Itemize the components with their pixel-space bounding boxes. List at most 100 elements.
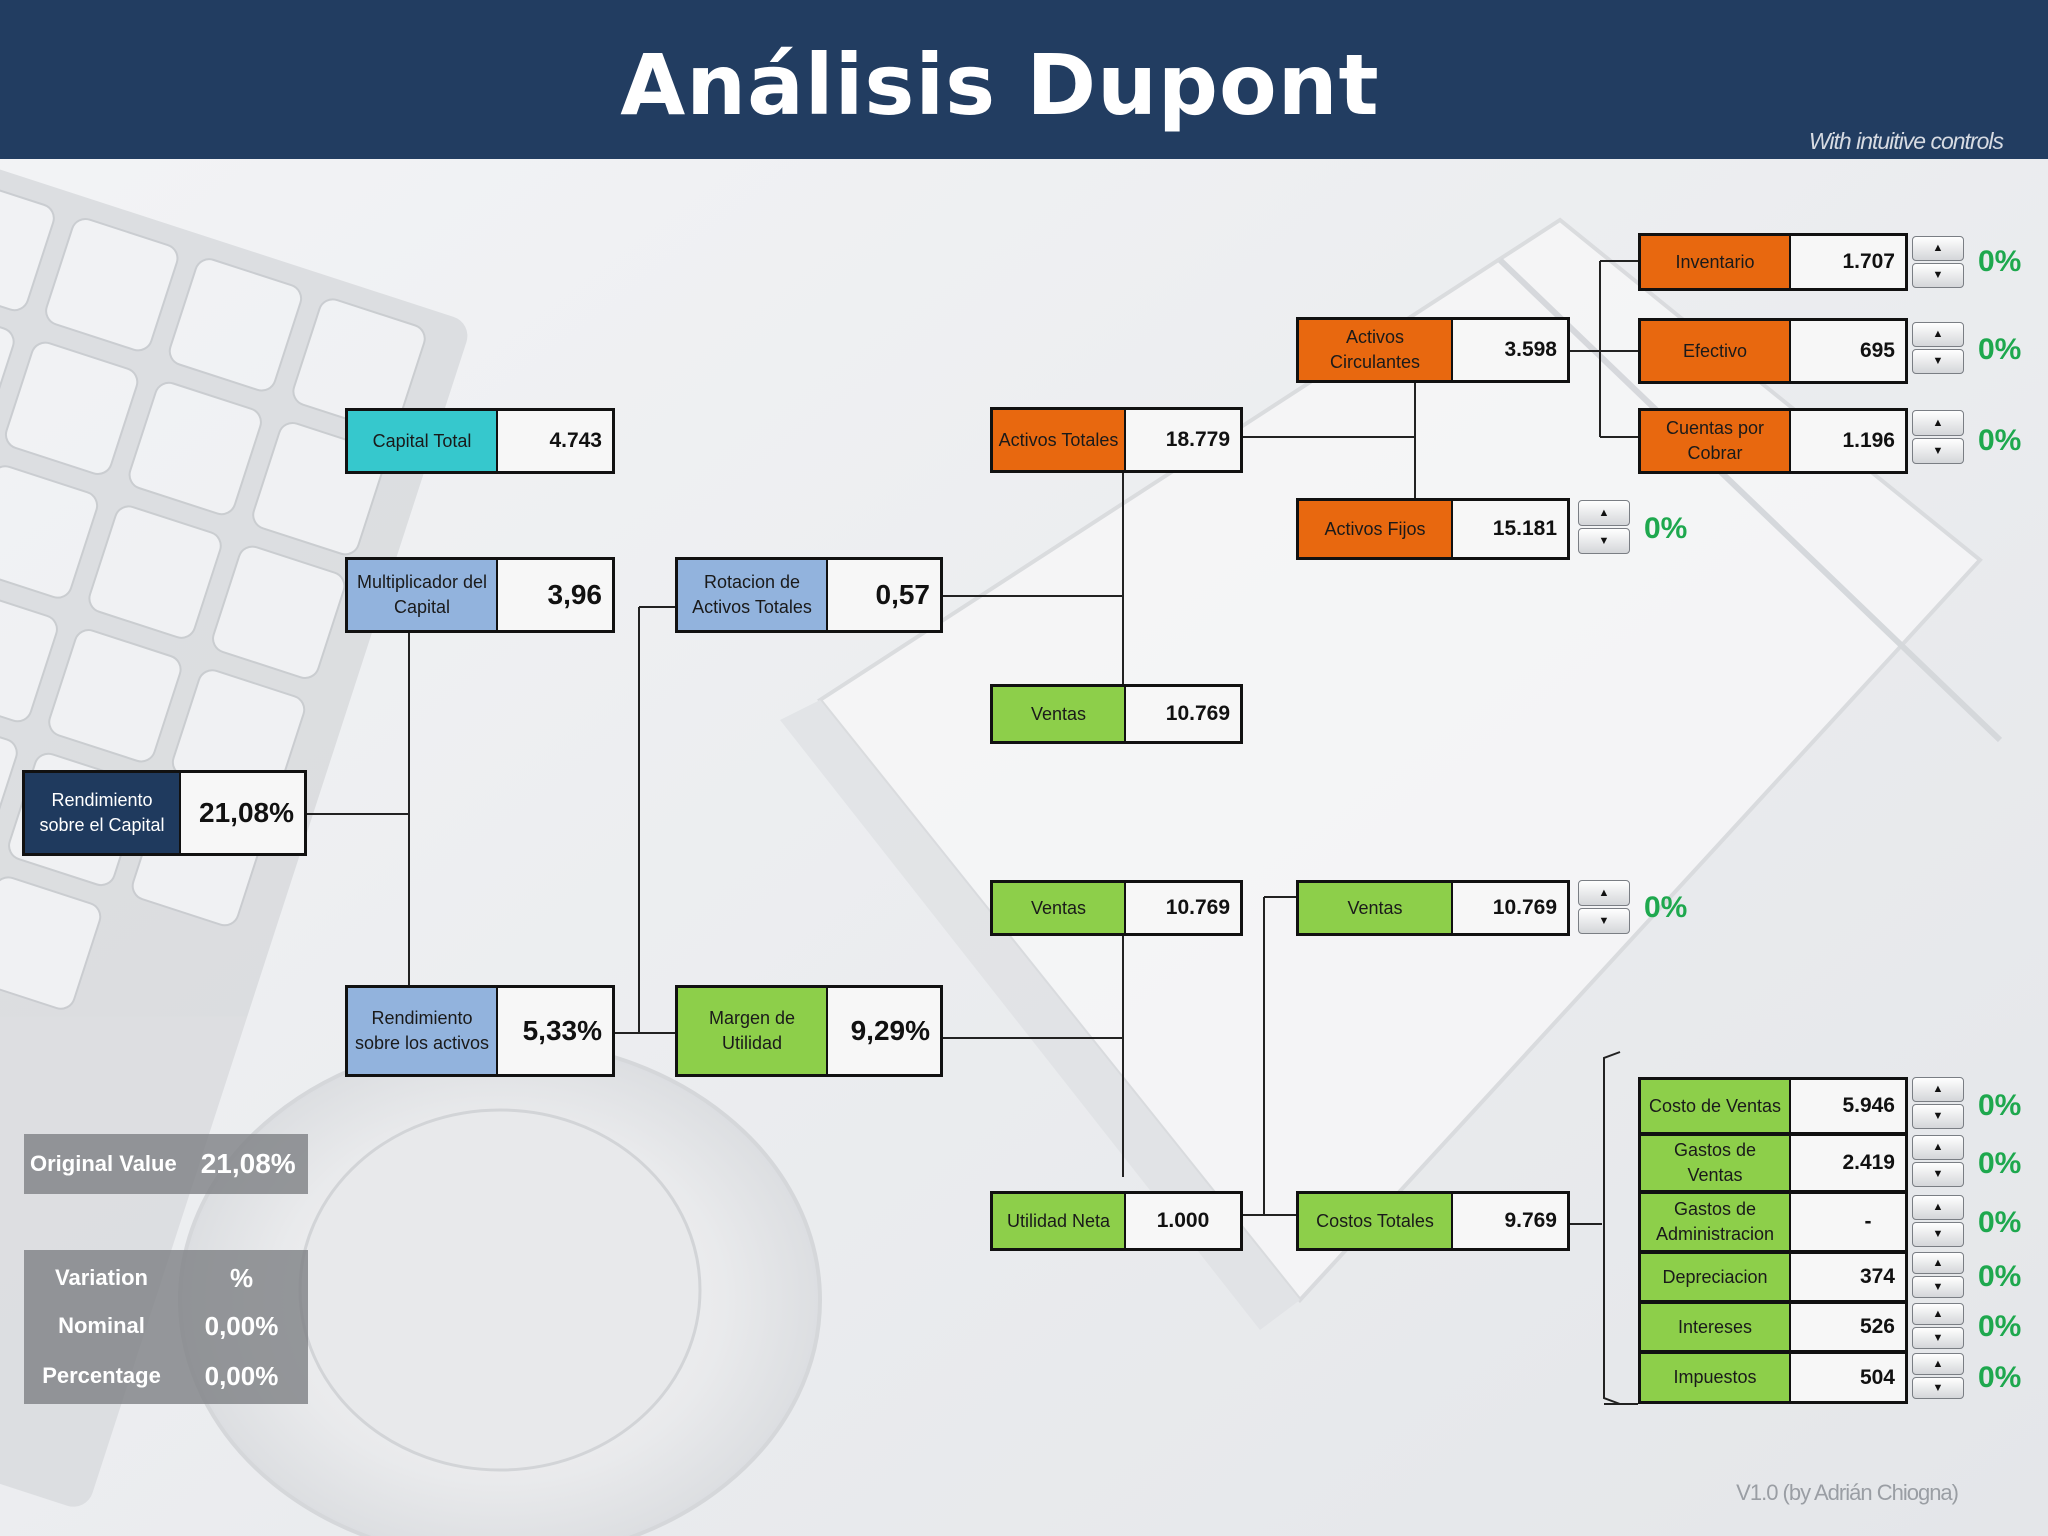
activos-circulantes-value: 3.598 — [1453, 320, 1567, 380]
ventas-rotacion-label: Ventas — [993, 687, 1126, 741]
original-value-value: 21,08% — [201, 1148, 296, 1180]
efectivo-variation: 0% — [1978, 333, 2021, 367]
intereses-spinner[interactable]: ▲ ▼ — [1912, 1303, 1964, 1349]
roe-value: 21,08% — [181, 773, 304, 853]
costo-ventas-label: Costo de Ventas — [1641, 1080, 1791, 1132]
efectivo-down-button[interactable]: ▼ — [1912, 349, 1964, 374]
capital-total-value: 4.743 — [498, 411, 612, 471]
inventario-spinner[interactable]: ▲ ▼ — [1912, 236, 1964, 288]
ventas-input-spinner[interactable]: ▲ ▼ — [1578, 880, 1630, 934]
node-cuentas-cobrar: Cuentas por Cobrar 1.196 — [1638, 408, 1908, 474]
node-gastos-ventas: Gastos de Ventas 2.419 — [1638, 1133, 1908, 1193]
activos-fijos-down-button[interactable]: ▼ — [1578, 528, 1630, 554]
node-inventario: Inventario 1.707 — [1638, 233, 1908, 291]
intereses-value: 526 — [1791, 1304, 1905, 1350]
gastos-ventas-label: Gastos de Ventas — [1641, 1136, 1791, 1190]
node-depreciacion: Depreciacion 374 — [1638, 1251, 1908, 1303]
costos-totales-value: 9.769 — [1453, 1194, 1567, 1248]
efectivo-up-button[interactable]: ▲ — [1912, 322, 1964, 347]
efectivo-value: 695 — [1791, 321, 1905, 381]
ventas-margen-label: Ventas — [993, 883, 1126, 933]
node-margen: Margen de Utilidad 9,29% — [675, 985, 943, 1077]
multiplicador-label: Multiplicador del Capital — [348, 560, 498, 630]
cuentas-cobrar-down-button[interactable]: ▼ — [1912, 438, 1964, 464]
costo-ventas-value: 5.946 — [1791, 1080, 1905, 1132]
variation-nominal-label: Nominal — [24, 1313, 179, 1339]
variation-panel: Variation % Nominal 0,00% Percentage 0,0… — [24, 1250, 308, 1404]
efectivo-label: Efectivo — [1641, 321, 1791, 381]
depreciacion-label: Depreciacion — [1641, 1254, 1791, 1300]
node-rotacion: Rotacion de Activos Totales 0,57 — [675, 557, 943, 633]
original-value-panel: Original Value 21,08% — [24, 1134, 308, 1194]
inventario-down-button[interactable]: ▼ — [1912, 263, 1964, 288]
node-efectivo: Efectivo 695 — [1638, 318, 1908, 384]
cuentas-cobrar-label: Cuentas por Cobrar — [1641, 411, 1791, 471]
intereses-up-button[interactable]: ▲ — [1912, 1303, 1964, 1325]
variation-header-label: Variation — [24, 1265, 179, 1291]
gastos-ventas-up-button[interactable]: ▲ — [1912, 1135, 1964, 1160]
gastos-admin-up-button[interactable]: ▲ — [1912, 1195, 1964, 1220]
utilidad-neta-label: Utilidad Neta — [993, 1194, 1126, 1248]
node-ventas-margen: Ventas 10.769 — [990, 880, 1243, 936]
gastos-admin-down-button[interactable]: ▼ — [1912, 1222, 1964, 1247]
gastos-ventas-variation: 0% — [1978, 1147, 2021, 1181]
node-activos-totales: Activos Totales 18.779 — [990, 407, 1243, 473]
activos-totales-value: 18.779 — [1126, 410, 1240, 470]
roa-label: Rendimiento sobre los activos — [348, 988, 498, 1074]
node-impuestos: Impuestos 504 — [1638, 1351, 1908, 1404]
original-value-label: Original Value — [30, 1151, 177, 1177]
variation-header-unit: % — [179, 1263, 304, 1294]
inventario-label: Inventario — [1641, 236, 1791, 288]
node-roa: Rendimiento sobre los activos 5,33% — [345, 985, 615, 1077]
activos-fijos-value: 15.181 — [1453, 501, 1567, 557]
impuestos-down-button[interactable]: ▼ — [1912, 1377, 1964, 1399]
multiplicador-value: 3,96 — [498, 560, 612, 630]
margen-label: Margen de Utilidad — [678, 988, 828, 1074]
cuentas-cobrar-spinner[interactable]: ▲ ▼ — [1912, 410, 1964, 464]
depreciacion-down-button[interactable]: ▼ — [1912, 1276, 1964, 1298]
intereses-down-button[interactable]: ▼ — [1912, 1327, 1964, 1349]
gastos-admin-variation: 0% — [1978, 1206, 2021, 1240]
costo-ventas-spinner[interactable]: ▲ ▼ — [1912, 1077, 1964, 1129]
gastos-admin-label: Gastos de Administracion — [1641, 1194, 1791, 1250]
efectivo-spinner[interactable]: ▲ ▼ — [1912, 322, 1964, 374]
gastos-ventas-down-button[interactable]: ▼ — [1912, 1162, 1964, 1187]
gastos-admin-spinner[interactable]: ▲ ▼ — [1912, 1195, 1964, 1247]
margen-value: 9,29% — [828, 988, 940, 1074]
impuestos-up-button[interactable]: ▲ — [1912, 1353, 1964, 1375]
rotacion-value: 0,57 — [828, 560, 940, 630]
intereses-variation: 0% — [1978, 1310, 2021, 1344]
costo-ventas-up-button[interactable]: ▲ — [1912, 1077, 1964, 1102]
node-gastos-admin: Gastos de Administracion - — [1638, 1191, 1908, 1253]
node-activos-circulantes: Activos Circulantes 3.598 — [1296, 317, 1570, 383]
inventario-value: 1.707 — [1791, 236, 1905, 288]
activos-fijos-label: Activos Fijos — [1299, 501, 1453, 557]
node-activos-fijos: Activos Fijos 15.181 — [1296, 498, 1570, 560]
costos-totales-label: Costos Totales — [1299, 1194, 1453, 1248]
impuestos-spinner[interactable]: ▲ ▼ — [1912, 1353, 1964, 1399]
node-ventas-rotacion: Ventas 10.769 — [990, 684, 1243, 744]
utilidad-neta-value: 1.000 — [1126, 1194, 1240, 1248]
node-costos-totales: Costos Totales 9.769 — [1296, 1191, 1570, 1251]
ventas-rotacion-value: 10.769 — [1126, 687, 1240, 741]
inventario-variation: 0% — [1978, 245, 2021, 279]
gastos-ventas-spinner[interactable]: ▲ ▼ — [1912, 1135, 1964, 1187]
rotacion-label: Rotacion de Activos Totales — [678, 560, 828, 630]
ventas-input-up-button[interactable]: ▲ — [1578, 880, 1630, 906]
depreciacion-variation: 0% — [1978, 1260, 2021, 1294]
depreciacion-value: 374 — [1791, 1254, 1905, 1300]
costo-ventas-down-button[interactable]: ▼ — [1912, 1104, 1964, 1129]
depreciacion-spinner[interactable]: ▲ ▼ — [1912, 1252, 1964, 1298]
ventas-input-down-button[interactable]: ▼ — [1578, 908, 1630, 934]
impuestos-value: 504 — [1791, 1354, 1905, 1401]
activos-fijos-up-button[interactable]: ▲ — [1578, 500, 1630, 526]
inventario-up-button[interactable]: ▲ — [1912, 236, 1964, 261]
activos-fijos-spinner[interactable]: ▲ ▼ — [1578, 500, 1630, 554]
variation-percentage-value: 0,00% — [179, 1361, 304, 1392]
cuentas-cobrar-up-button[interactable]: ▲ — [1912, 410, 1964, 436]
node-costo-ventas: Costo de Ventas 5.946 — [1638, 1077, 1908, 1135]
depreciacion-up-button[interactable]: ▲ — [1912, 1252, 1964, 1274]
ventas-input-label: Ventas — [1299, 883, 1453, 933]
cuentas-cobrar-variation: 0% — [1978, 424, 2021, 458]
cuentas-cobrar-value: 1.196 — [1791, 411, 1905, 471]
